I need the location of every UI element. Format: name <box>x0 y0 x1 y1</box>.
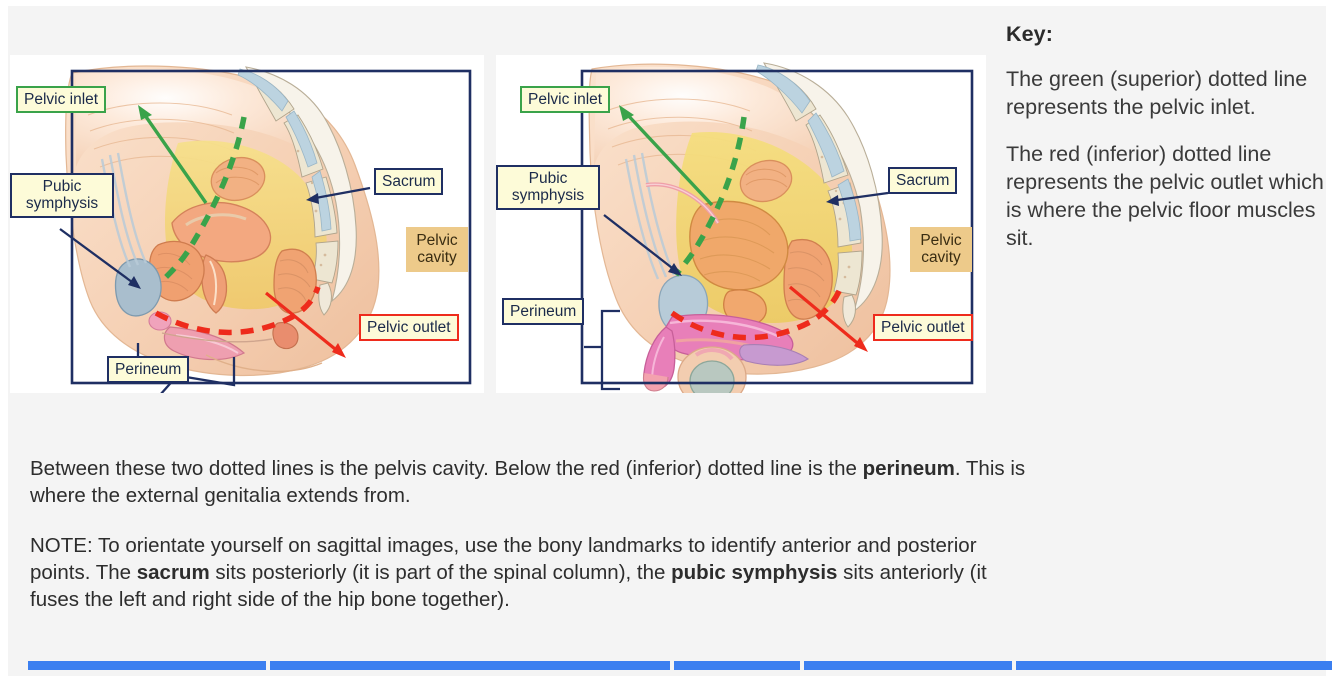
prose-p2-bold2: pubic symphysis <box>671 560 838 584</box>
female-pelvis-illustration <box>59 65 472 393</box>
pelvic-outlet-arrow <box>264 291 346 358</box>
prose-p2-part1: NOTE: To orientate yourself on sagittal … <box>30 533 977 584</box>
label-perineum: Perineum <box>502 298 585 326</box>
sacrum-pointer <box>306 186 371 204</box>
label-pelvic-cavity: Pelvic cavity <box>910 227 972 272</box>
pelvic-inlet-arrow <box>138 105 208 204</box>
label-pelvic-outlet: Pelvic outlet <box>359 314 459 342</box>
footer-segment-1 <box>28 661 266 670</box>
label-pubic-symphysis-line2: symphysis <box>511 187 585 205</box>
label-sacrum: Sacrum <box>888 167 958 195</box>
prose-p1-part2: . This is where the external genitalia e… <box>30 457 1026 508</box>
label-pelvic-inlet: Pelvic inlet <box>520 86 611 114</box>
anus <box>272 322 299 350</box>
anterior-fascia <box>100 152 148 268</box>
seminal-vesicles <box>739 344 810 366</box>
anterior-fascia <box>624 152 676 280</box>
rectum <box>783 239 833 320</box>
label-perineum: Perineum <box>107 356 190 384</box>
prose-paragraph-1: Between these two dotted lines is the pe… <box>30 455 1030 510</box>
key-title: Key: <box>1006 22 1054 46</box>
scrotum-testis <box>677 346 747 393</box>
explanatory-text: Between these two dotted lines is the pe… <box>30 455 1030 635</box>
label-pelvic-inlet: Pelvic inlet <box>16 86 107 114</box>
sacrum-pointer <box>826 191 889 206</box>
label-pubic-symphysis: Pubic symphysis <box>496 165 600 210</box>
label-pubic-symphysis-line1: Pubic <box>528 170 568 187</box>
perineal-floor <box>161 332 273 343</box>
pelvic-outlet-dotted-line <box>670 282 845 341</box>
figure-frame <box>580 69 974 385</box>
footer-progress-bar <box>16 661 1332 670</box>
pelvic-inlet-dotted-line <box>164 116 247 279</box>
male-pelvis-figure-panel: Pelvic inlet Pubic symphysis Sacrum Pelv… <box>496 55 986 393</box>
pelvic-outlet-arrow <box>788 285 868 352</box>
key-paragraph-1: The green (superior) dotted line represe… <box>1006 67 1308 119</box>
sacrum-vertebrae <box>237 66 357 303</box>
label-pelvic-cavity: Pelvic cavity <box>406 227 468 272</box>
perineum-bracket <box>584 309 620 391</box>
coccyx <box>842 294 856 328</box>
footer-segment-3 <box>674 661 800 670</box>
label-pubic-symphysis: Pubic symphysis <box>10 173 114 218</box>
pelvic-inlet-arrow <box>619 105 714 207</box>
rectum <box>273 248 317 314</box>
female-pelvis-figure-panel: Pelvic inlet Pubic symphysis Sacrum Pelv… <box>10 55 484 393</box>
label-pelvic-outlet: Pelvic outlet <box>873 314 973 342</box>
label-pubic-symphysis-line2: symphysis <box>25 195 99 213</box>
label-pelvic-cavity-line2: cavity <box>921 249 961 267</box>
key-panel: Key: The green (superior) dotted line re… <box>1006 22 1324 253</box>
abdominal-wall <box>594 66 846 171</box>
prose-p1-bold: perineum <box>862 457 955 480</box>
pubic-symphysis-pointer <box>603 214 682 276</box>
footer-segment-5 <box>1016 661 1332 670</box>
key-paragraph-2: The red (inferior) dotted line represent… <box>1006 141 1324 250</box>
male-pelvis-illustration <box>580 62 974 393</box>
footer-segment-4 <box>804 661 1012 670</box>
bowel-loops <box>739 159 793 203</box>
prose-p2-part2: sits posteriorly (it is part of the spin… <box>209 560 672 584</box>
pelvic-inlet-dotted-line <box>673 116 747 277</box>
label-pubic-symphysis-line1: Pubic <box>42 178 82 195</box>
prose-p2-part3: sits anteriorly (it fuses the left and r… <box>30 560 987 611</box>
thigh-contour <box>205 354 323 373</box>
label-pelvic-cavity-line2: cavity <box>417 249 457 267</box>
label-sacrum: Sacrum <box>374 168 444 196</box>
bowel-loops <box>210 156 266 202</box>
prose-paragraph-2: NOTE: To orientate yourself on sagittal … <box>30 532 1030 614</box>
label-pelvic-cavity-line1: Pelvic <box>920 232 962 249</box>
sacrum-vertebrae <box>755 62 883 313</box>
pelvic-outlet-dotted-line <box>154 286 321 336</box>
footer-segment-2 <box>270 661 670 670</box>
prose-p2-bold1: sacrum <box>136 560 210 584</box>
prose-p1-part1: Between these two dotted lines is the pe… <box>30 457 863 480</box>
label-pelvic-cavity-line1: Pelvic <box>416 232 458 249</box>
figure-frame <box>70 69 472 385</box>
